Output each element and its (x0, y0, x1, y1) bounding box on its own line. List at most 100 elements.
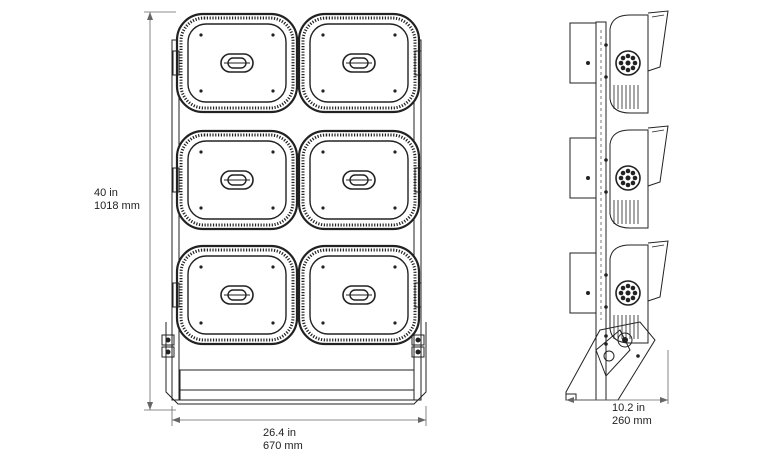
side-housing (609, 129, 649, 229)
side-view (565, 10, 669, 401)
base-frame (165, 322, 427, 405)
module-screw (199, 33, 203, 37)
module-badge (342, 285, 376, 305)
depth-dim-arrow-left (566, 397, 574, 403)
module-screw (393, 150, 397, 154)
side-housing (609, 14, 649, 114)
module-screw (271, 89, 275, 93)
side-stand-bolt (604, 342, 608, 346)
right-mount-boss (414, 282, 422, 308)
module-fin-ring (179, 16, 295, 110)
side-bolt-center (165, 337, 171, 343)
side-mount-block (569, 137, 597, 199)
side-module (569, 10, 669, 114)
side-bolt-upper (604, 158, 608, 162)
module-screw (199, 150, 203, 154)
height-dim-arrow-bottom (147, 402, 153, 410)
side-bolt (161, 334, 175, 346)
height-in-text: 40 in (94, 187, 118, 199)
side-bolt (161, 346, 175, 358)
side-knob-dot (625, 297, 631, 303)
module-screw (199, 321, 203, 325)
side-knob-dot (630, 295, 636, 301)
side-bolt-center (165, 349, 171, 355)
depth-dimension-label: 10.2 in 260 mm (612, 402, 652, 428)
module-screw (271, 206, 275, 210)
side-stand-hub-center (622, 337, 628, 343)
module-screw (271, 33, 275, 37)
module-badge (220, 53, 254, 73)
side-stand-plate (595, 329, 631, 377)
side-visor-edge (651, 14, 665, 18)
light-module (175, 129, 299, 231)
side-bolt (411, 346, 425, 358)
side-bolt-center (415, 337, 421, 343)
left-mount-boss (172, 50, 180, 76)
side-knob-dot (620, 180, 626, 186)
width-dim-arrow-left (172, 417, 180, 423)
side-knob-dot (618, 60, 624, 66)
light-module (297, 12, 421, 114)
side-knob-center (625, 175, 631, 181)
side-knob-dot (630, 65, 636, 71)
left-mount-boss (172, 282, 180, 308)
module-badge (220, 170, 254, 190)
module-screw (321, 33, 325, 37)
side-knob-dot (620, 285, 626, 291)
depth-mm-text: 260 mm (612, 415, 652, 427)
side-stand-bolt (604, 334, 608, 338)
side-knob-center (625, 290, 631, 296)
side-bolt-upper (604, 273, 608, 277)
side-knob-center (625, 60, 631, 66)
side-stand-bolt (636, 354, 640, 358)
side-visor (647, 10, 669, 72)
side-mount-block (569, 22, 597, 84)
depth-dim-arrow-right (660, 397, 668, 403)
side-mount-bolt (586, 291, 590, 295)
module-badge (342, 53, 376, 73)
module-screw (321, 206, 325, 210)
side-knob-dot (625, 67, 631, 73)
side-visor (647, 125, 669, 187)
side-knob-dot (632, 290, 638, 296)
light-module (297, 129, 421, 231)
side-knob-dot (630, 170, 636, 176)
side-knob-dot (625, 283, 631, 289)
left-frame-rail (171, 39, 180, 401)
width-in-text: 26.4 in (263, 427, 297, 439)
side-mount-block (569, 252, 597, 314)
side-visor (647, 240, 669, 302)
module-screw (393, 206, 397, 210)
module-screw (321, 89, 325, 93)
module-screw (321, 321, 325, 325)
front-view (161, 12, 427, 405)
side-knob-dot (632, 175, 638, 181)
light-module (175, 244, 299, 346)
side-knob-dot (625, 168, 631, 174)
module-screw (393, 265, 397, 269)
side-stand-knob (603, 350, 615, 362)
side-knob-dot (632, 60, 638, 66)
side-bolt-lower (604, 190, 608, 194)
module-screw (321, 265, 325, 269)
side-knob-dot (620, 55, 626, 61)
side-knob-dot (630, 285, 636, 291)
side-knob-dot (620, 295, 626, 301)
side-knob-dot (625, 182, 631, 188)
module-screw (199, 265, 203, 269)
depth-in-text: 10.2 in (612, 402, 646, 414)
side-visor-edge (651, 244, 665, 248)
module-badge (342, 170, 376, 190)
side-bolt (411, 334, 425, 346)
side-bolt-lower (604, 75, 608, 79)
side-knob-dot (630, 55, 636, 61)
side-stand-hub (617, 332, 633, 348)
side-module (569, 240, 669, 344)
right-mount-boss (414, 50, 422, 76)
width-mm-text: 670 mm (263, 440, 303, 452)
side-knob-dot (620, 65, 626, 71)
module-screw (321, 150, 325, 154)
module-screw (393, 89, 397, 93)
